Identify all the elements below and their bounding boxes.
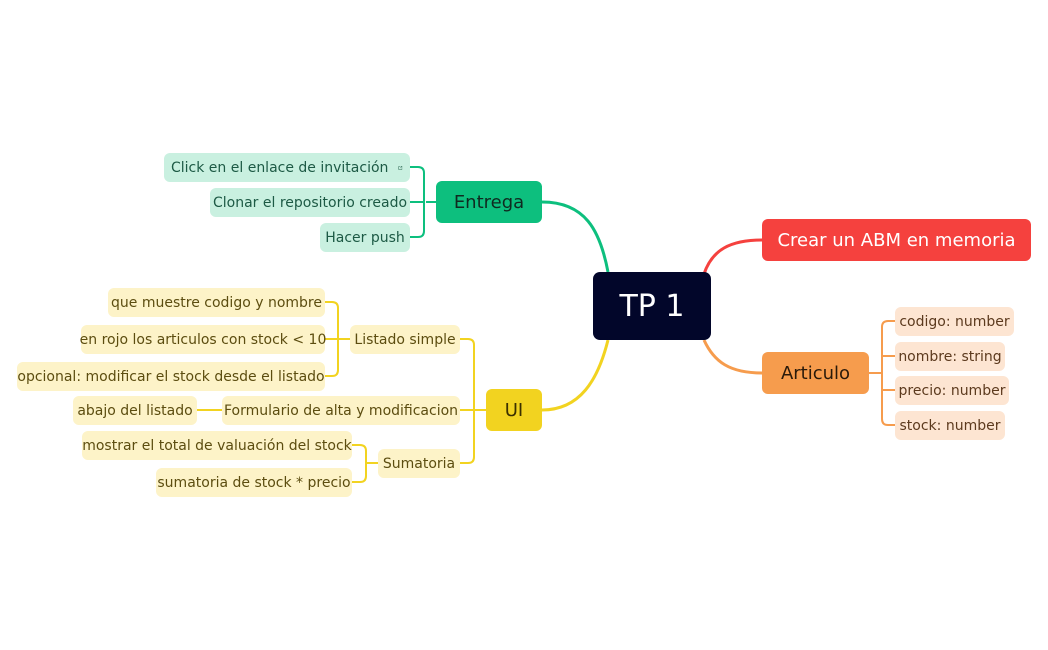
entrega-item-label: Click en el enlace de invitación <box>171 159 389 176</box>
sumatoria-item-label: mostrar el total de valuación del stock <box>82 437 352 454</box>
topic-ui-label: UI <box>504 399 524 421</box>
ui-listado-simple[interactable]: Listado simple <box>350 325 460 354</box>
root-topic[interactable]: TP 1 <box>593 272 711 340</box>
articulo-item-label: codigo: number <box>899 313 1010 330</box>
entrega-item-invitacion[interactable]: Click en el enlace de invitación <box>164 153 410 182</box>
formulario-item-label: abajo del listado <box>77 402 193 419</box>
listado-item[interactable]: que muestre codigo y nombre <box>108 288 325 317</box>
listado-item[interactable]: en rojo los articulos con stock < 10 <box>79 325 327 354</box>
ui-sumatoria[interactable]: Sumatoria <box>378 449 460 478</box>
entrega-item-label: Hacer push <box>325 229 405 246</box>
sumatoria-item[interactable]: mostrar el total de valuación del stock <box>82 431 352 460</box>
topic-entrega[interactable]: Entrega <box>436 181 542 223</box>
entrega-item-label: Clonar el repositorio creado <box>212 194 408 211</box>
articulo-item-label: nombre: string <box>898 348 1002 365</box>
articulo-item-codigo[interactable]: codigo: number <box>895 307 1014 336</box>
articulo-item-label: stock: number <box>899 417 1001 434</box>
listado-item-label: en rojo los articulos con stock < 10 <box>79 331 327 348</box>
entrega-item-push[interactable]: Hacer push <box>320 223 410 252</box>
ui-listado-simple-label: Listado simple <box>354 331 456 348</box>
articulo-item-stock[interactable]: stock: number <box>895 411 1005 440</box>
articulo-item-nombre[interactable]: nombre: string <box>895 342 1005 371</box>
topic-ui[interactable]: UI <box>486 389 542 431</box>
listado-item-label: que muestre codigo y nombre <box>111 294 322 311</box>
root-topic-label: TP 1 <box>619 288 685 324</box>
sumatoria-item[interactable]: sumatoria de stock * precio <box>156 468 352 497</box>
sumatoria-item-label: sumatoria de stock * precio <box>157 474 351 491</box>
ui-sumatoria-label: Sumatoria <box>382 455 456 472</box>
external-link-icon[interactable] <box>398 161 403 175</box>
articulo-item-label: precio: number <box>898 382 1006 399</box>
ui-formulario-label: Formulario de alta y modificacion <box>223 402 459 419</box>
topic-crear-abm-label: Crear un ABM en memoria <box>777 229 1016 251</box>
ui-formulario[interactable]: Formulario de alta y modificacion <box>222 396 460 425</box>
articulo-item-precio[interactable]: precio: number <box>895 376 1009 405</box>
listado-item[interactable]: opcional: modificar el stock desde el li… <box>17 362 325 391</box>
formulario-item[interactable]: abajo del listado <box>73 396 197 425</box>
entrega-item-clonar[interactable]: Clonar el repositorio creado <box>210 188 410 217</box>
topic-entrega-label: Entrega <box>453 191 525 213</box>
topic-articulo[interactable]: Articulo <box>762 352 869 394</box>
topic-crear-abm[interactable]: Crear un ABM en memoria <box>762 219 1031 261</box>
topic-articulo-label: Articulo <box>780 362 851 384</box>
listado-item-label: opcional: modificar el stock desde el li… <box>17 368 325 385</box>
